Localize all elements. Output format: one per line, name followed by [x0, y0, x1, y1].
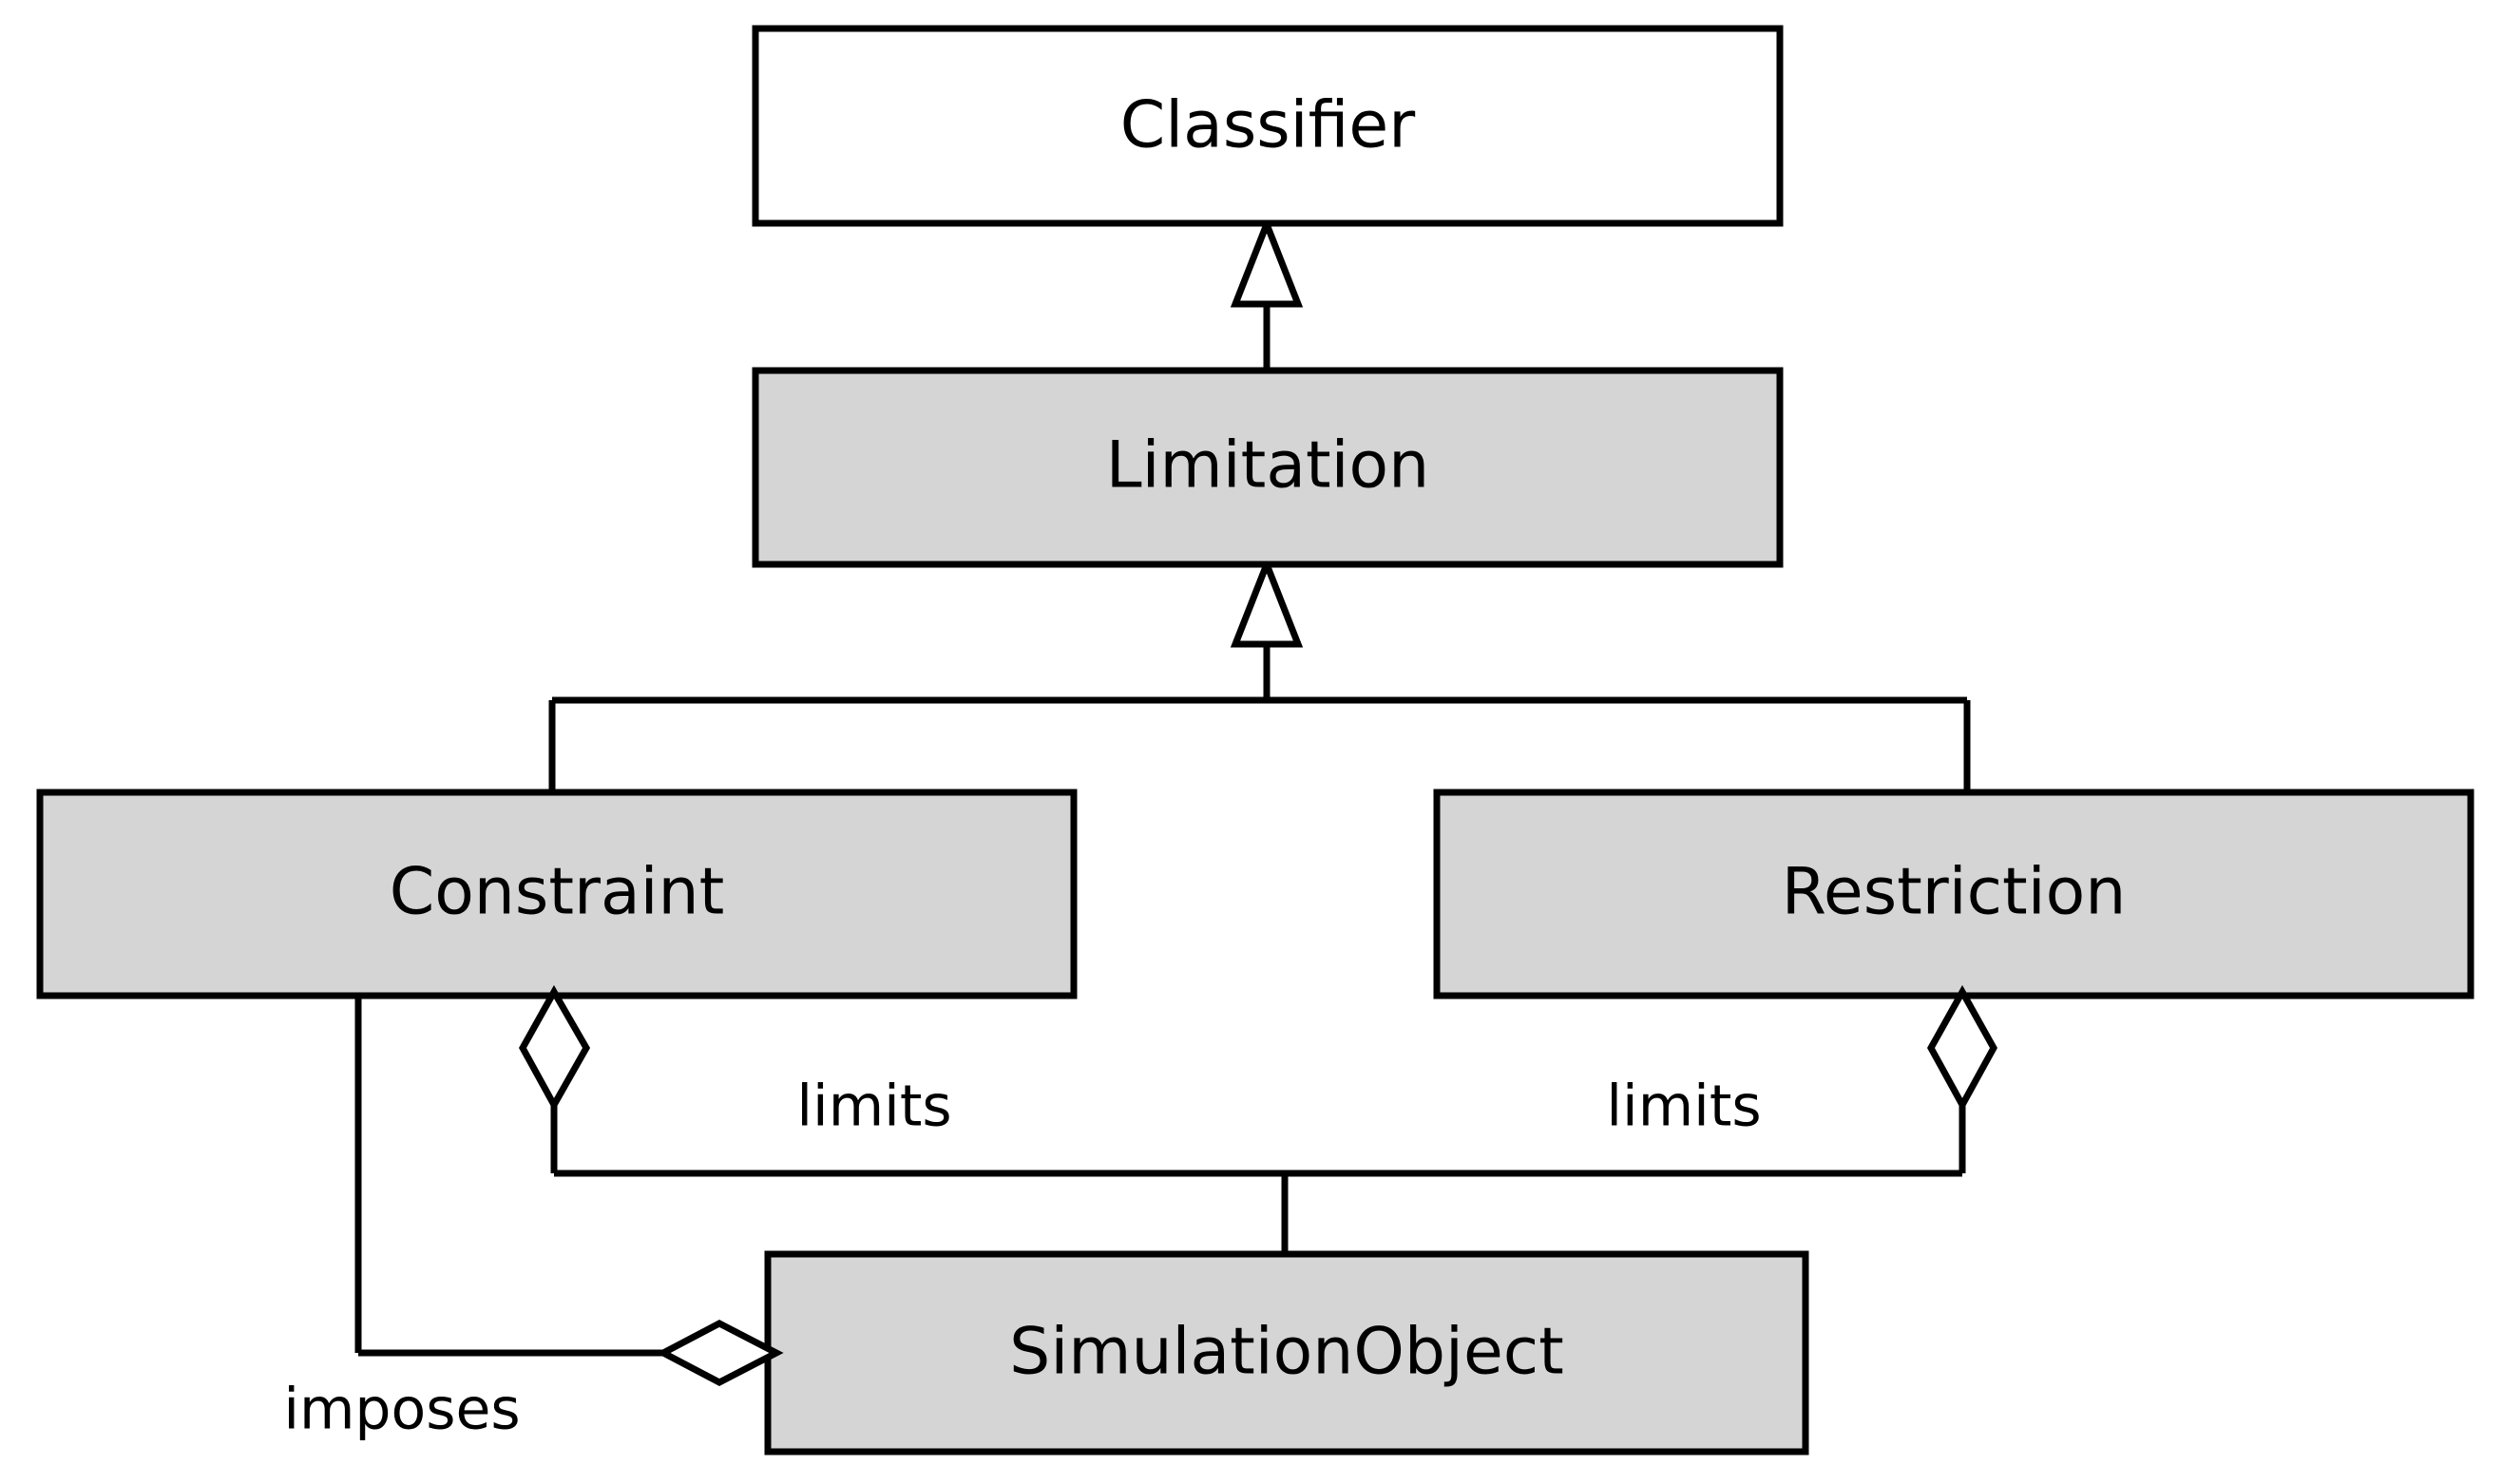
aggregation-diamond-icon-imposes: [656, 1320, 784, 1386]
class-node-limitation[interactable]: Limitation: [752, 367, 1784, 568]
class-node-constraint[interactable]: Constraint: [36, 789, 1078, 999]
class-box-classifier[interactable]: [752, 25, 1784, 227]
class-name-constraint: Constraint: [390, 855, 725, 930]
class-box-simulationobject[interactable]: [764, 1250, 1809, 1455]
aggregation-diamond-icon-right: [1926, 984, 1998, 1113]
class-box-limitation[interactable]: [752, 367, 1784, 568]
association-label-imposes: imposes: [283, 1377, 520, 1443]
generalization-limitation-to-classifier: [1230, 215, 1304, 371]
class-name-restriction: Restriction: [1782, 855, 2127, 930]
class-name-simulationobject: SimulationObject: [1009, 1315, 1564, 1390]
class-name-classifier: Classifier: [1120, 88, 1415, 163]
association-label-limits-left: limits: [796, 1074, 951, 1140]
class-box-restriction[interactable]: [1433, 789, 2474, 999]
class-node-classifier[interactable]: Classifier: [752, 25, 1784, 227]
association-label-limits-right: limits: [1606, 1074, 1761, 1140]
generalization-arrowhead-icon: [1230, 555, 1304, 648]
class-node-restriction[interactable]: Restriction: [1433, 789, 2474, 999]
aggregation-diamond-icon-left: [518, 984, 591, 1113]
class-name-limitation: Limitation: [1106, 428, 1430, 504]
generalization-subclasses-to-limitation: [548, 555, 1971, 796]
class-box-constraint[interactable]: [36, 789, 1078, 999]
aggregation-limits-bar: [554, 1170, 1962, 1254]
generalization-arrowhead-icon: [1230, 215, 1304, 308]
class-node-simulationobject[interactable]: SimulationObject: [764, 1250, 1809, 1455]
